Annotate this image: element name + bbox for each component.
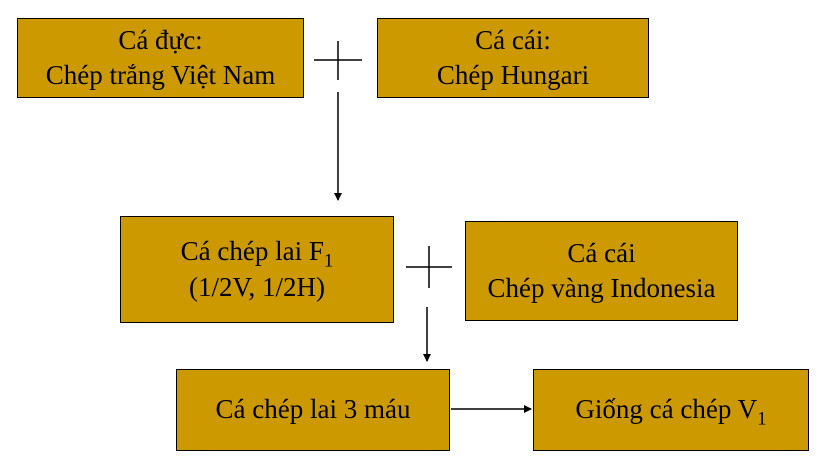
f1-hybrid-title-text: Cá chép lai F bbox=[180, 236, 324, 267]
v1-strain-subscript: 1 bbox=[757, 409, 767, 431]
v1-strain-box: Giống cá chép V1 bbox=[533, 369, 809, 451]
female-indonesia-box: Cá cái Chép vàng Indonesia bbox=[465, 221, 738, 321]
three-blood-hybrid-box: Cá chép lai 3 máu bbox=[176, 369, 450, 451]
female-hungary-breed: Chép Hungari bbox=[436, 60, 590, 90]
female-hungary-box: Cá cái: Chép Hungari bbox=[377, 18, 649, 98]
cross-symbol-middle bbox=[406, 246, 452, 288]
female-indonesia-heading: Cá cái bbox=[567, 237, 636, 268]
three-blood-hybrid-label: Cá chép lai 3 máu bbox=[215, 394, 411, 425]
male-parent-heading: Cá đực: bbox=[118, 24, 203, 55]
f1-hybrid-ratio: (1/2V, 1/2H) bbox=[188, 271, 325, 302]
male-parent-breed: Chép trắng Việt Nam bbox=[45, 60, 276, 90]
male-parent-box: Cá đực: Chép trắng Việt Nam bbox=[17, 18, 304, 98]
cross-symbol-top bbox=[314, 41, 362, 80]
female-indonesia-breed: Chép vàng Indonesia bbox=[487, 273, 716, 303]
f1-hybrid-title: Cá chép lai F1 bbox=[180, 234, 334, 273]
v1-strain-label: Giống cá chép V1 bbox=[575, 392, 767, 431]
f1-hybrid-box: Cá chép lai F1 (1/2V, 1/2H) bbox=[120, 216, 394, 323]
female-hungary-heading: Cá cái: bbox=[475, 24, 551, 55]
v1-strain-label-text: Giống cá chép V bbox=[575, 394, 758, 425]
f1-hybrid-subscript: 1 bbox=[323, 251, 334, 273]
